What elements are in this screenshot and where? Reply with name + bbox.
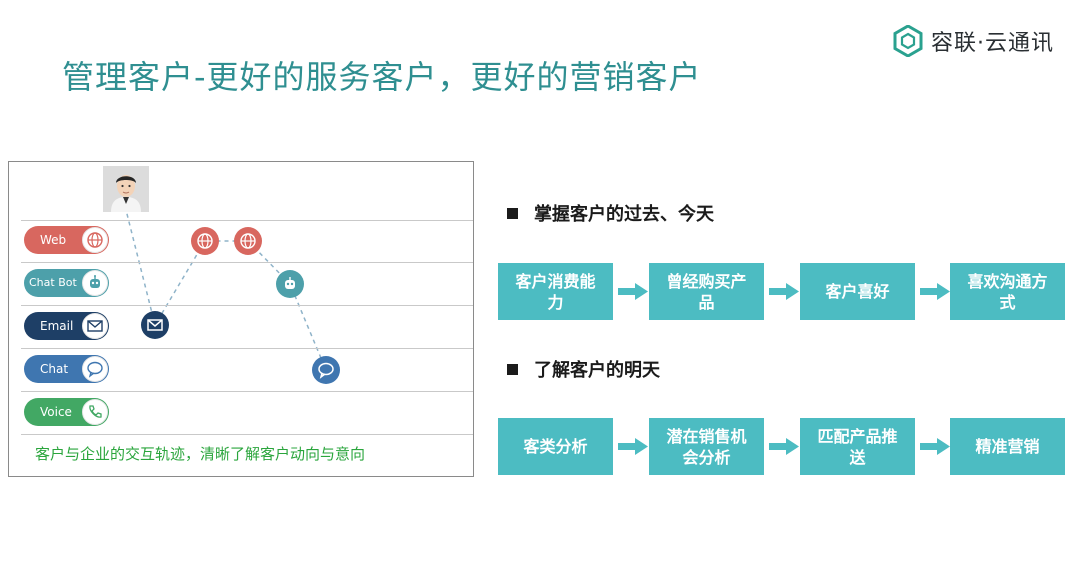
process-flow-future: 客类分析 潜在销售机会分析 匹配产品推送 精准营销 [498, 418, 1065, 475]
chat-touchpoint-node [312, 356, 340, 384]
channel-label-voice: Voice [40, 405, 72, 419]
step-box: 喜欢沟通方式 [950, 263, 1065, 320]
right-arrow-icon [769, 283, 799, 300]
web-touchpoint-node [191, 227, 219, 255]
step-box: 客户喜好 [800, 263, 915, 320]
slide-title: 管理客户-更好的服务客户，更好的营销客户 [62, 58, 702, 96]
divider-line [21, 434, 473, 435]
divider-line [21, 305, 473, 306]
process-flow-past: 客户消费能力 曾经购买产品 客户喜好 喜欢沟通方式 [498, 263, 1065, 320]
email-touchpoint-node [141, 311, 169, 339]
divider-line [21, 220, 473, 221]
hexagon-logo-icon [893, 25, 923, 57]
channel-pill-chat-bot: Chat Bot [24, 269, 109, 297]
step-box: 客类分析 [498, 418, 613, 475]
step-box: 匹配产品推送 [800, 418, 915, 475]
channel-pill-web: Web [24, 226, 109, 254]
square-bullet-icon [507, 363, 518, 375]
phone-icon [82, 399, 108, 425]
divider-line [21, 348, 473, 349]
diagram-caption: 客户与企业的交互轨迹，清晰了解客户动向与意向 [35, 445, 366, 463]
channel-pill-chat: Chat [24, 355, 109, 383]
divider-line [21, 391, 473, 392]
channel-label-chat-bot: Chat Bot [29, 276, 77, 289]
logo: 容联·云通讯 [893, 21, 1054, 61]
channel-pill-email: Email [24, 312, 109, 340]
square-bullet-icon [507, 207, 518, 219]
channel-label-chat: Chat [40, 362, 69, 376]
envelope-icon [82, 313, 108, 339]
section-heading-future: 了解客户的明天 [507, 356, 660, 382]
robot-icon [82, 270, 108, 296]
globe-icon [82, 227, 108, 253]
channel-pill-voice: Voice [24, 398, 109, 426]
step-box: 精准营销 [950, 418, 1065, 475]
right-arrow-icon [920, 283, 950, 300]
divider-line [21, 262, 473, 263]
envelope-icon [147, 319, 163, 331]
section-heading-text: 掌握客户的过去、今天 [534, 204, 714, 225]
customer-path-lines [124, 205, 327, 371]
right-arrow-icon [769, 438, 799, 455]
right-arrow-icon [618, 283, 648, 300]
robot-icon [285, 277, 295, 289]
speech-bubble-icon [318, 362, 334, 379]
step-box: 曾经购买产品 [649, 263, 764, 320]
right-arrow-icon [920, 438, 950, 455]
section-heading-past: 掌握客户的过去、今天 [507, 200, 714, 226]
customer-avatar [103, 166, 149, 212]
channel-trajectory-diagram: Web Chat Bot Email Chat Voice [8, 161, 474, 477]
step-box: 客户消费能力 [498, 263, 613, 320]
channel-label-email: Email [40, 319, 74, 333]
globe-icon [197, 233, 213, 249]
channel-label-web: Web [40, 233, 67, 247]
globe-icon [240, 233, 256, 249]
web-touchpoint-node [234, 227, 262, 255]
logo-text: 容联·云通讯 [931, 31, 1054, 56]
step-box: 潜在销售机会分析 [649, 418, 764, 475]
person-icon [111, 175, 141, 212]
chat-bot-touchpoint-node [276, 270, 304, 298]
section-heading-text: 了解客户的明天 [534, 360, 660, 381]
right-arrow-icon [618, 438, 648, 455]
speech-bubble-icon [82, 356, 108, 382]
